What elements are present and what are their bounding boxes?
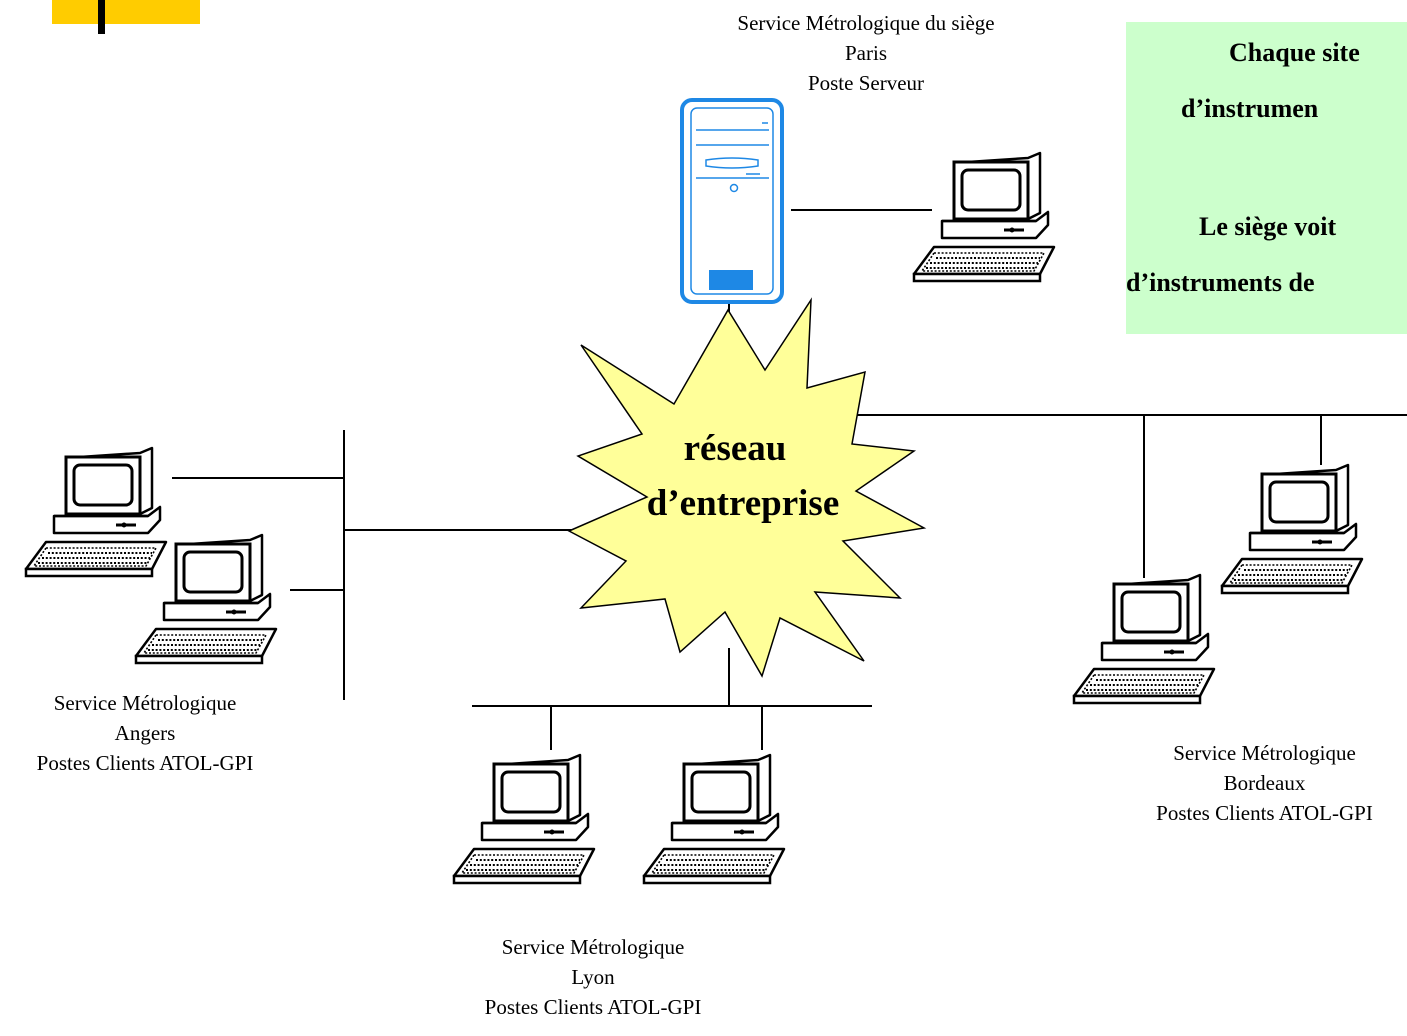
desktop-computer-icon xyxy=(24,446,168,578)
site-label-line: Postes Clients ATOL-GPI xyxy=(1156,801,1373,825)
site-label-line: Paris xyxy=(845,41,887,65)
hub-label-line2: d’entreprise xyxy=(647,483,840,524)
site-label-line: Poste Serveur xyxy=(807,71,925,95)
site-label-line: Postes Clients ATOL-GPI xyxy=(484,995,702,1019)
note-line: d’instrumen xyxy=(1181,94,1319,123)
site-label-line: Service Métrologique xyxy=(53,691,237,715)
site-label-line: Service Métrologique xyxy=(501,935,685,959)
site-label-line: Service Métrologique du siège xyxy=(737,11,995,35)
site-label-line: Bordeaux xyxy=(1223,771,1306,795)
desktop-computer-icon xyxy=(1072,573,1216,705)
hub-label-line1: réseau xyxy=(684,428,787,469)
site-label-line: Lyon xyxy=(571,965,615,989)
site-label-line: Service Métrologique xyxy=(1173,741,1356,765)
network-hub: réseau d’entreprise xyxy=(567,297,927,678)
desktop-computer-icon xyxy=(642,753,786,885)
desktop-computer-icon xyxy=(912,151,1056,283)
note-line: Le siège voit xyxy=(1199,212,1337,241)
desktop-computer-icon xyxy=(1220,463,1364,595)
note-line: Chaque site xyxy=(1229,38,1360,67)
desktop-computer-icon xyxy=(452,753,596,885)
server-tower-icon xyxy=(680,98,784,304)
site-label-lyon: Service Métrologique Lyon Postes Clients… xyxy=(440,932,746,1022)
site-label-line: Postes Clients ATOL-GPI xyxy=(36,751,254,775)
note-box: Chaque site d’instrumen Le siège voit d’… xyxy=(1126,22,1407,334)
site-label-angers: Service Métrologique Angers Postes Clien… xyxy=(0,688,290,778)
accent-bar-tick xyxy=(98,0,105,34)
site-label-paris: Service Métrologique du siège Paris Post… xyxy=(660,8,1072,98)
note-line: d’instruments de xyxy=(1126,268,1315,297)
site-label-line: Angers xyxy=(114,721,176,745)
site-label-bordeaux: Service Métrologique Bordeaux Postes Cli… xyxy=(1122,738,1407,828)
accent-bar xyxy=(52,0,200,24)
